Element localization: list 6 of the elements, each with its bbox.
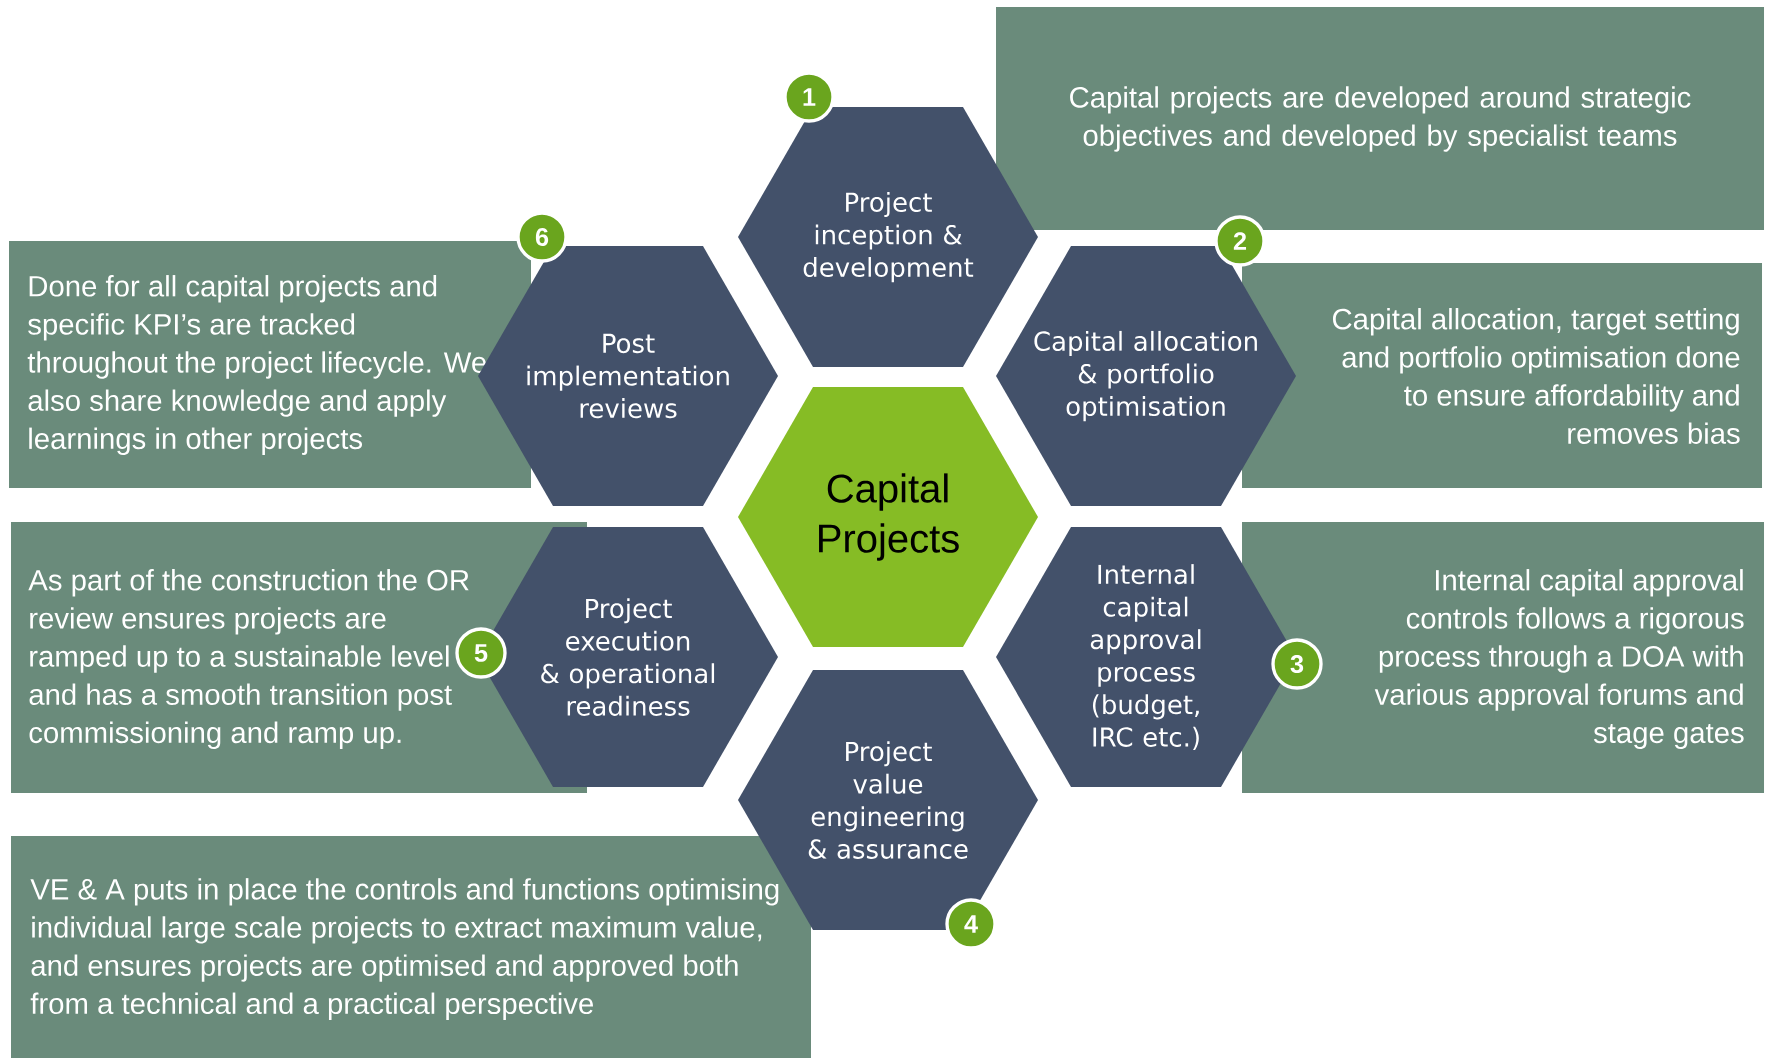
- number-badge: 6: [516, 211, 568, 263]
- number-badge: 4: [945, 898, 997, 950]
- number-badge: 2: [1214, 215, 1266, 267]
- text-panel: Capital projects are developed around strategic objectives and developed by specialist teams: [996, 7, 1764, 230]
- number-badge: 1: [783, 71, 835, 123]
- center-hexagon: Capital Projects: [738, 387, 1038, 647]
